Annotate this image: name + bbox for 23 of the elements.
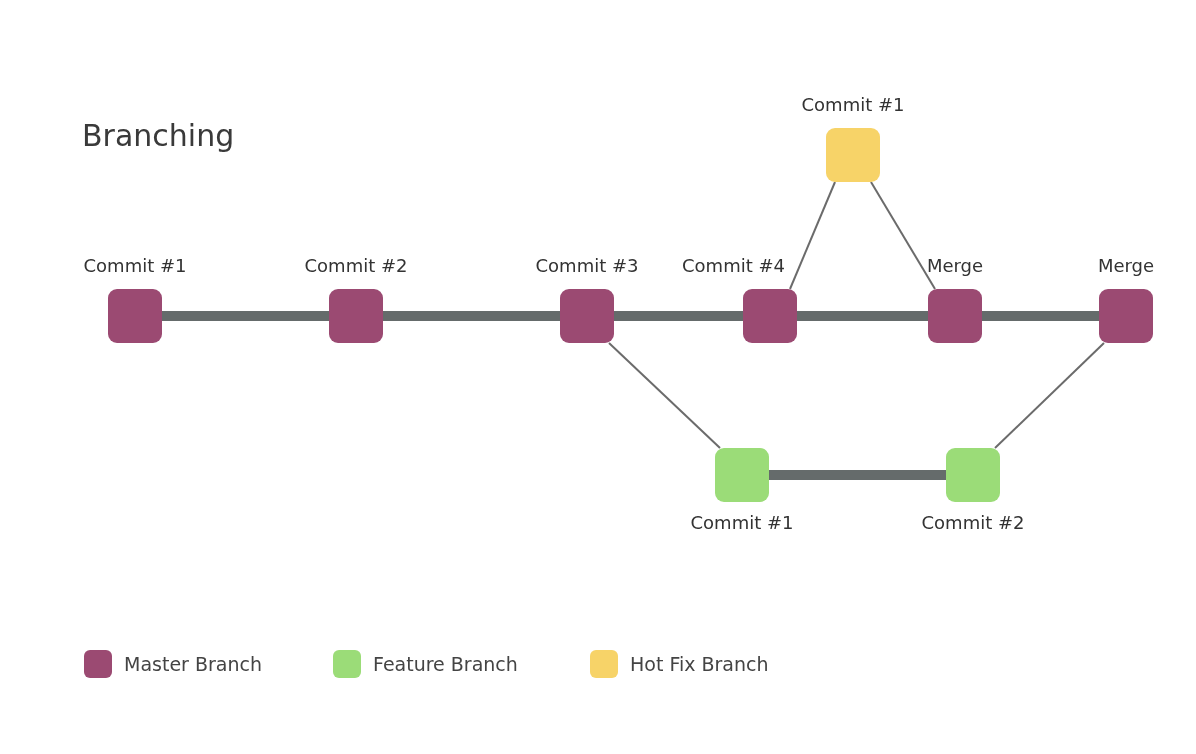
commit-label: Commit #1 bbox=[801, 94, 905, 116]
commit-label: Merge bbox=[1097, 255, 1155, 277]
branch-line bbox=[994, 342, 1105, 449]
branch-line bbox=[797, 311, 928, 321]
commit-label: Commit #3 bbox=[535, 255, 639, 277]
commit-label: Commit #4 bbox=[682, 255, 785, 277]
branch-line bbox=[982, 311, 1099, 321]
commit-label: Commit #1 bbox=[690, 512, 794, 534]
branch-line bbox=[870, 181, 936, 290]
branch-line bbox=[769, 470, 946, 480]
branch-line bbox=[383, 311, 560, 321]
branch-line bbox=[614, 311, 743, 321]
legend-label: Feature Branch bbox=[373, 653, 518, 675]
commit-label: Commit #2 bbox=[304, 255, 408, 277]
legend-label: Hot Fix Branch bbox=[630, 653, 769, 675]
branch-line bbox=[608, 342, 721, 449]
branch-line bbox=[789, 181, 836, 290]
diagram-title: Branching bbox=[82, 118, 235, 153]
commit-label: Commit #1 bbox=[83, 255, 187, 277]
branch-line bbox=[162, 311, 329, 321]
commit-label: Merge bbox=[926, 255, 984, 277]
legend-label: Master Branch bbox=[124, 653, 262, 675]
commit-label: Commit #2 bbox=[921, 512, 1025, 534]
